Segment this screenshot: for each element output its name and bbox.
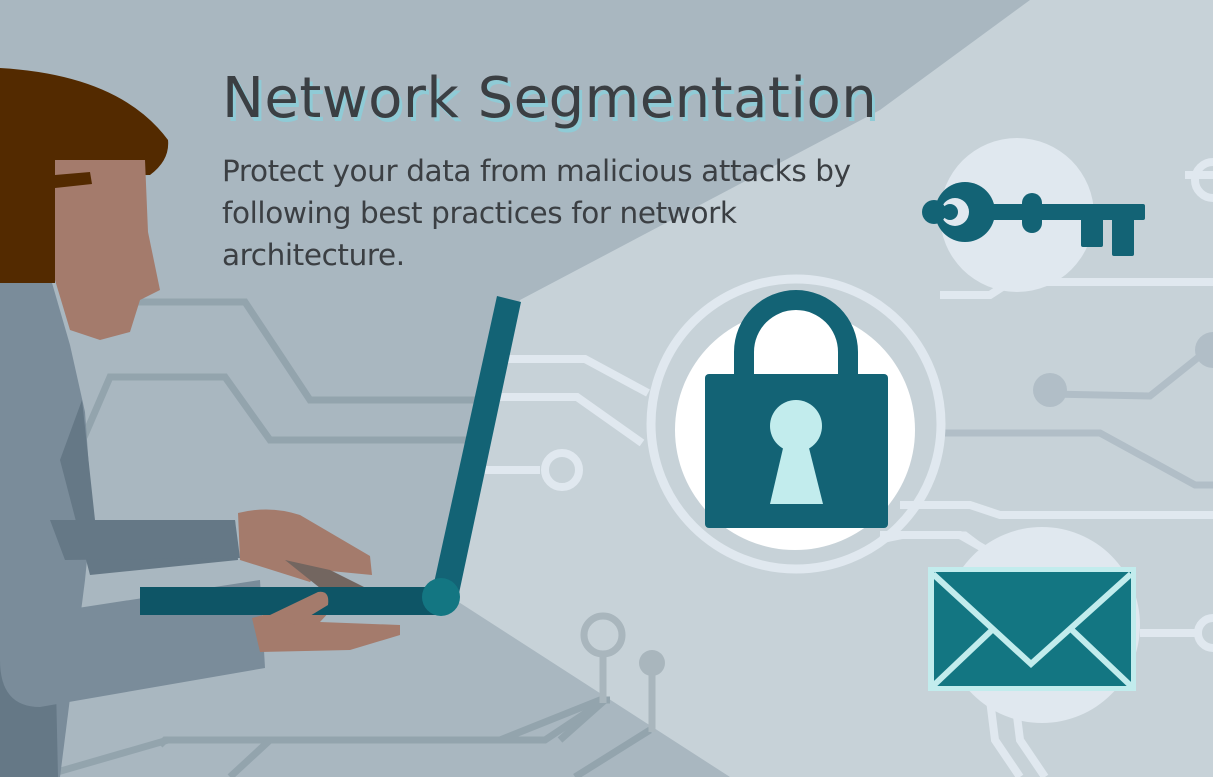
key-icon xyxy=(922,182,1145,256)
envelope-icon xyxy=(928,567,1136,691)
circuit-traces-mid xyxy=(945,349,1213,489)
circuit-node-edge xyxy=(1195,332,1213,368)
lock-badge-ring xyxy=(646,274,946,574)
person-illustration xyxy=(0,68,400,777)
circuit-pins-bottom xyxy=(580,612,656,732)
circuit-traces-light xyxy=(485,158,1213,777)
circuit-traces-dark-bottom xyxy=(400,697,652,777)
thumb-illustration xyxy=(270,591,329,625)
padlock-icon xyxy=(705,290,888,528)
circuit-node-right xyxy=(1033,373,1067,407)
circuit-node-bottom xyxy=(639,650,665,676)
banner-title: Network Segmentation xyxy=(222,66,878,131)
banner-subtitle: Protect your data from malicious attacks… xyxy=(222,154,851,272)
laptop-illustration xyxy=(140,296,521,616)
